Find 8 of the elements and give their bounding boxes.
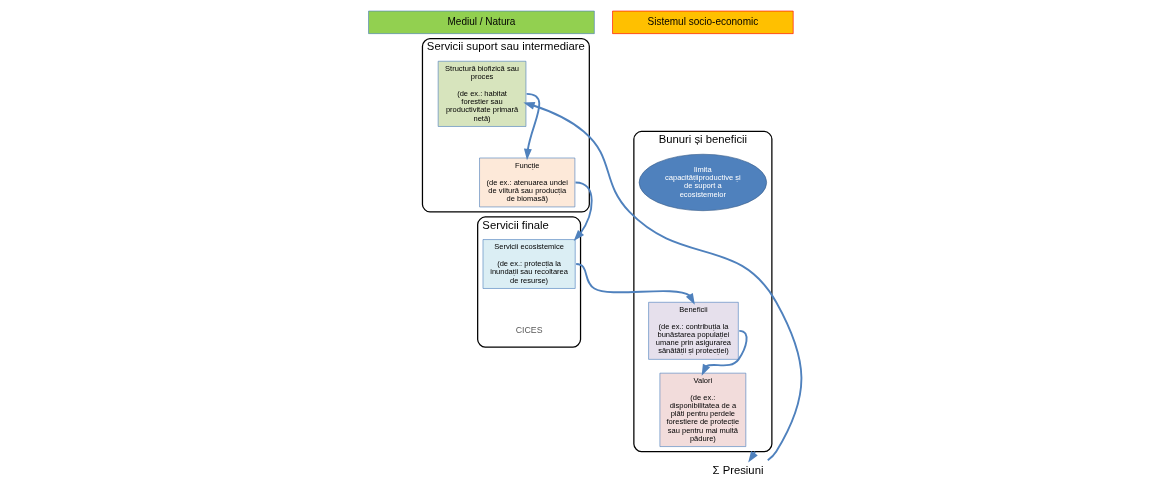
arrow [523,101,803,462]
arrow [523,92,541,161]
arrow [573,181,593,242]
node-box: Sistemul socio-economic [612,10,794,34]
arrow [575,263,695,305]
arrow [701,329,748,376]
node-text: Σ Presiuni [712,464,764,477]
node-box: Mediul / Natura [368,10,595,34]
